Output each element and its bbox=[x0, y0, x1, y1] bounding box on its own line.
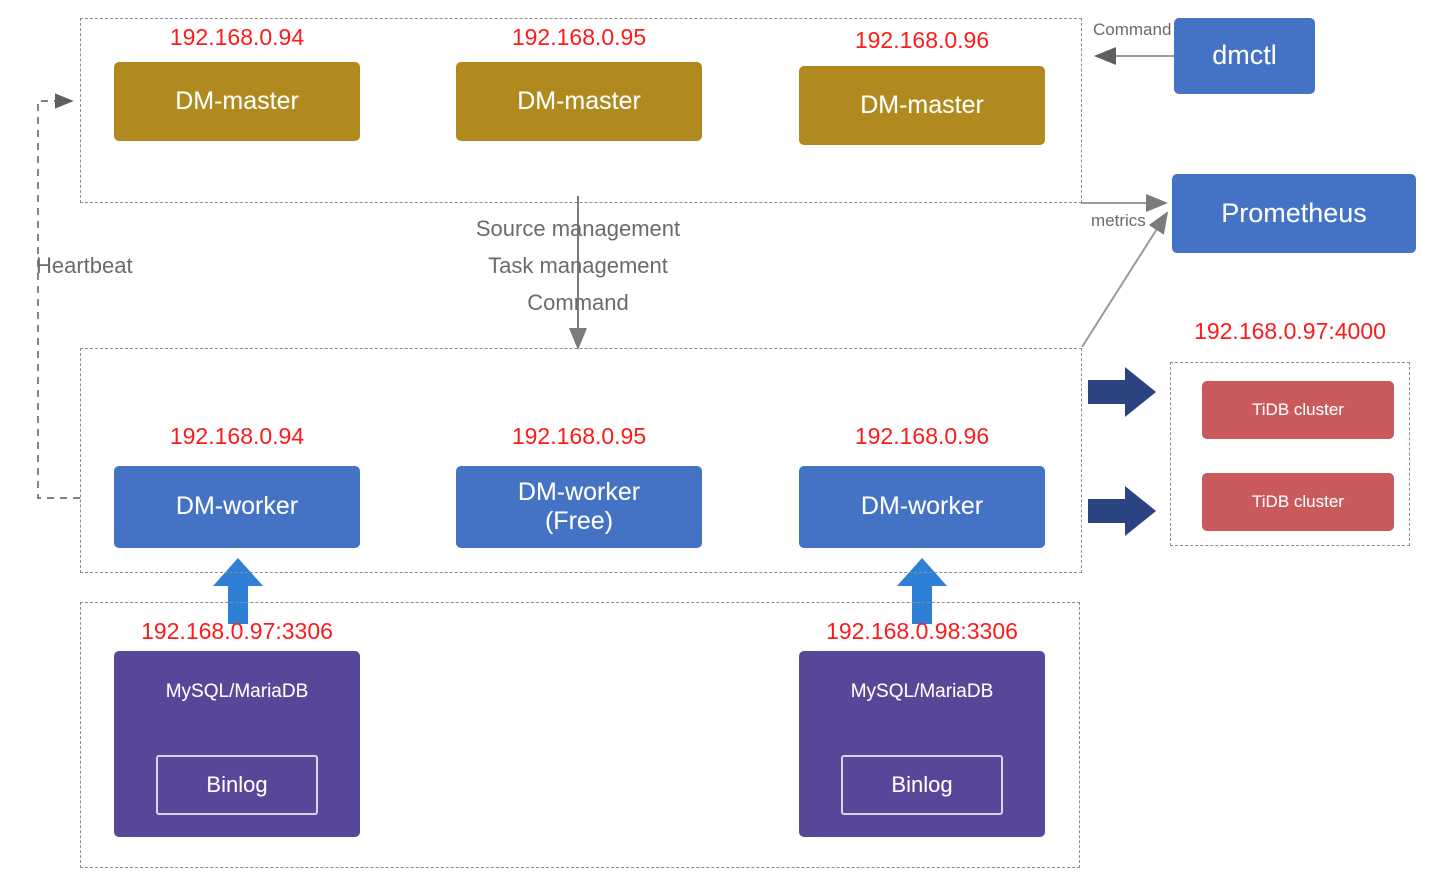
tidb-cluster-node-1[interactable]: TiDB cluster bbox=[1202, 473, 1394, 531]
worker-ip-label-1: 192.168.0.95 bbox=[511, 423, 647, 449]
upstream-mysql-node-1[interactable]: MySQL/MariaDB Binlog bbox=[799, 651, 1045, 837]
upstream-ip-label-0: 192.168.0.97:3306 bbox=[141, 618, 333, 644]
edge-label-task-management: Task management bbox=[488, 253, 668, 278]
upstream-mysql-label-1: MySQL/MariaDB bbox=[850, 681, 994, 702]
tidb-cluster-node-0[interactable]: TiDB cluster bbox=[1202, 381, 1394, 439]
dm-worker-node-1-line2: (Free) bbox=[544, 507, 614, 535]
edge-label-metrics: metrics bbox=[1091, 211, 1146, 230]
edge-label-command-top: Command bbox=[1093, 20, 1172, 39]
dm-worker-node-0[interactable]: DM-worker bbox=[114, 466, 360, 548]
master-ip-label-1: 192.168.0.95 bbox=[511, 24, 647, 50]
upstream-mysql-node-0[interactable]: MySQL/MariaDB Binlog bbox=[114, 651, 360, 837]
metrics-connector-worker bbox=[1081, 211, 1169, 348]
dmctl-node[interactable]: dmctl bbox=[1174, 18, 1315, 94]
upstream-mysql-group bbox=[80, 602, 1080, 868]
master-ip-label-0: 192.168.0.94 bbox=[169, 24, 305, 50]
worker-to-tidb-arrow-1 bbox=[1088, 367, 1156, 417]
edge-label-command: Command bbox=[527, 290, 629, 315]
dm-master-node-1[interactable]: DM-master bbox=[456, 62, 702, 141]
edge-label-heartbeat: Heartbeat bbox=[36, 253, 133, 278]
upstream-ip-label-1: 192.168.0.98:3306 bbox=[826, 618, 1018, 644]
tidb-ip-label: 192.168.0.97:4000 bbox=[1194, 318, 1386, 344]
tidb-cluster-group bbox=[1170, 362, 1410, 546]
dm-worker-node-2[interactable]: DM-worker bbox=[799, 466, 1045, 548]
worker-ip-label-2: 192.168.0.96 bbox=[854, 423, 990, 449]
worker-to-tidb-arrow-2 bbox=[1088, 486, 1156, 536]
worker-ip-label-0: 192.168.0.94 bbox=[169, 423, 305, 449]
prometheus-node[interactable]: Prometheus bbox=[1172, 174, 1416, 253]
dm-master-node-0[interactable]: DM-master bbox=[114, 62, 360, 141]
edge-label-source-management: Source management bbox=[475, 216, 681, 241]
binlog-box-0: Binlog bbox=[156, 755, 318, 815]
dm-master-group bbox=[80, 18, 1082, 203]
dm-master-node-2[interactable]: DM-master bbox=[799, 66, 1045, 145]
upstream-mysql-label-0: MySQL/MariaDB bbox=[165, 681, 309, 702]
heartbeat-connector bbox=[37, 93, 80, 499]
dm-worker-node-1[interactable]: DM-worker (Free) bbox=[456, 466, 702, 548]
binlog-box-1: Binlog bbox=[841, 755, 1003, 815]
dm-worker-group bbox=[80, 348, 1082, 573]
dm-worker-node-1-line1: DM-worker bbox=[517, 477, 641, 506]
master-ip-label-2: 192.168.0.96 bbox=[854, 27, 990, 53]
